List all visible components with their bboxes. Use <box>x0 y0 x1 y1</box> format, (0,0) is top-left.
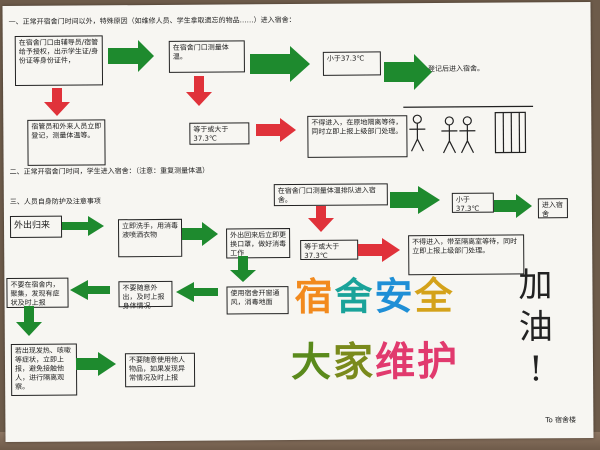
green-arrow <box>76 352 116 376</box>
green-arrow <box>108 40 154 72</box>
red-arrow <box>186 76 212 106</box>
red-arrow <box>358 238 400 262</box>
green-arrows <box>16 40 532 376</box>
red-arrow <box>308 206 334 232</box>
green-arrow <box>16 306 42 336</box>
green-arrow <box>384 54 432 90</box>
red-arrow <box>256 118 296 142</box>
green-arrow <box>70 280 110 300</box>
poster-paper: 一、正常开宿舍门时间以外，特殊原因（如维修人员、学生拿取遗忘的物品……）进入宿舍… <box>2 1 594 443</box>
green-arrow <box>250 46 310 82</box>
green-arrow <box>390 186 440 214</box>
green-arrow <box>62 216 104 236</box>
green-arrow <box>176 282 218 302</box>
red-arrow <box>44 88 70 116</box>
green-arrow <box>230 256 256 282</box>
green-arrow <box>182 222 218 246</box>
stick-figures-drawing <box>403 105 534 154</box>
red-arrows <box>44 76 400 262</box>
green-arrow <box>494 194 532 218</box>
